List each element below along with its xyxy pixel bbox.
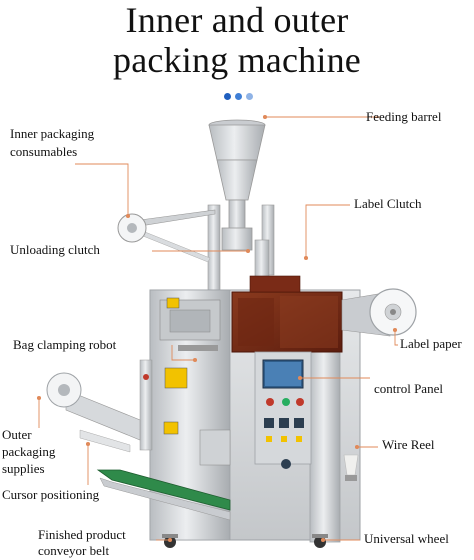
dot-1[interactable]: [224, 93, 231, 100]
label-outer-packaging-line2: packaging: [2, 444, 56, 459]
label-finished-product-line2: conveyor belt: [38, 543, 110, 558]
label-universal-wheel: Universal wheel: [364, 531, 449, 546]
label-cursor-positioning: Cursor positioning: [2, 487, 100, 502]
label-unloading-clutch: Unloading clutch: [10, 242, 100, 257]
label-outer-packaging-line3: supplies: [2, 461, 45, 476]
feeding-barrel: [208, 119, 266, 251]
label-paper-assembly: [341, 288, 417, 337]
carousel-dots: [224, 93, 253, 100]
conveyor-belt: [96, 469, 231, 521]
wire-reel: [343, 454, 359, 481]
outer-packaging-reel: [46, 372, 141, 453]
bag-clamping-mechanism: [139, 297, 231, 466]
label-feeding-barrel: Feeding barrel: [366, 109, 442, 124]
label-bag-clamping-robot: Bag clamping robot: [13, 337, 117, 352]
label-label-clutch: Label Clutch: [354, 196, 422, 211]
label-label-paper: Label paper: [400, 336, 462, 351]
leader-lines: [36, 114, 398, 543]
label-wire-reel: Wire Reel: [382, 437, 435, 452]
upper-frame: [137, 204, 275, 296]
label-inner-packaging-line2: consumables: [10, 144, 78, 159]
dot-2[interactable]: [235, 93, 242, 100]
page-title-line2: packing machine: [113, 40, 361, 80]
dot-3[interactable]: [246, 93, 253, 100]
label-finished-product-line1: Finished product: [38, 527, 126, 542]
label-outer-packaging-line1: Outer: [2, 427, 32, 442]
page-title-line1: Inner and outer: [125, 0, 349, 40]
control-panel: [254, 351, 312, 469]
inner-packaging-reel: [117, 213, 147, 243]
machine-window: [231, 275, 343, 353]
label-inner-packaging-line1: Inner packaging: [10, 126, 95, 141]
label-control-panel: control Panel: [374, 381, 443, 396]
